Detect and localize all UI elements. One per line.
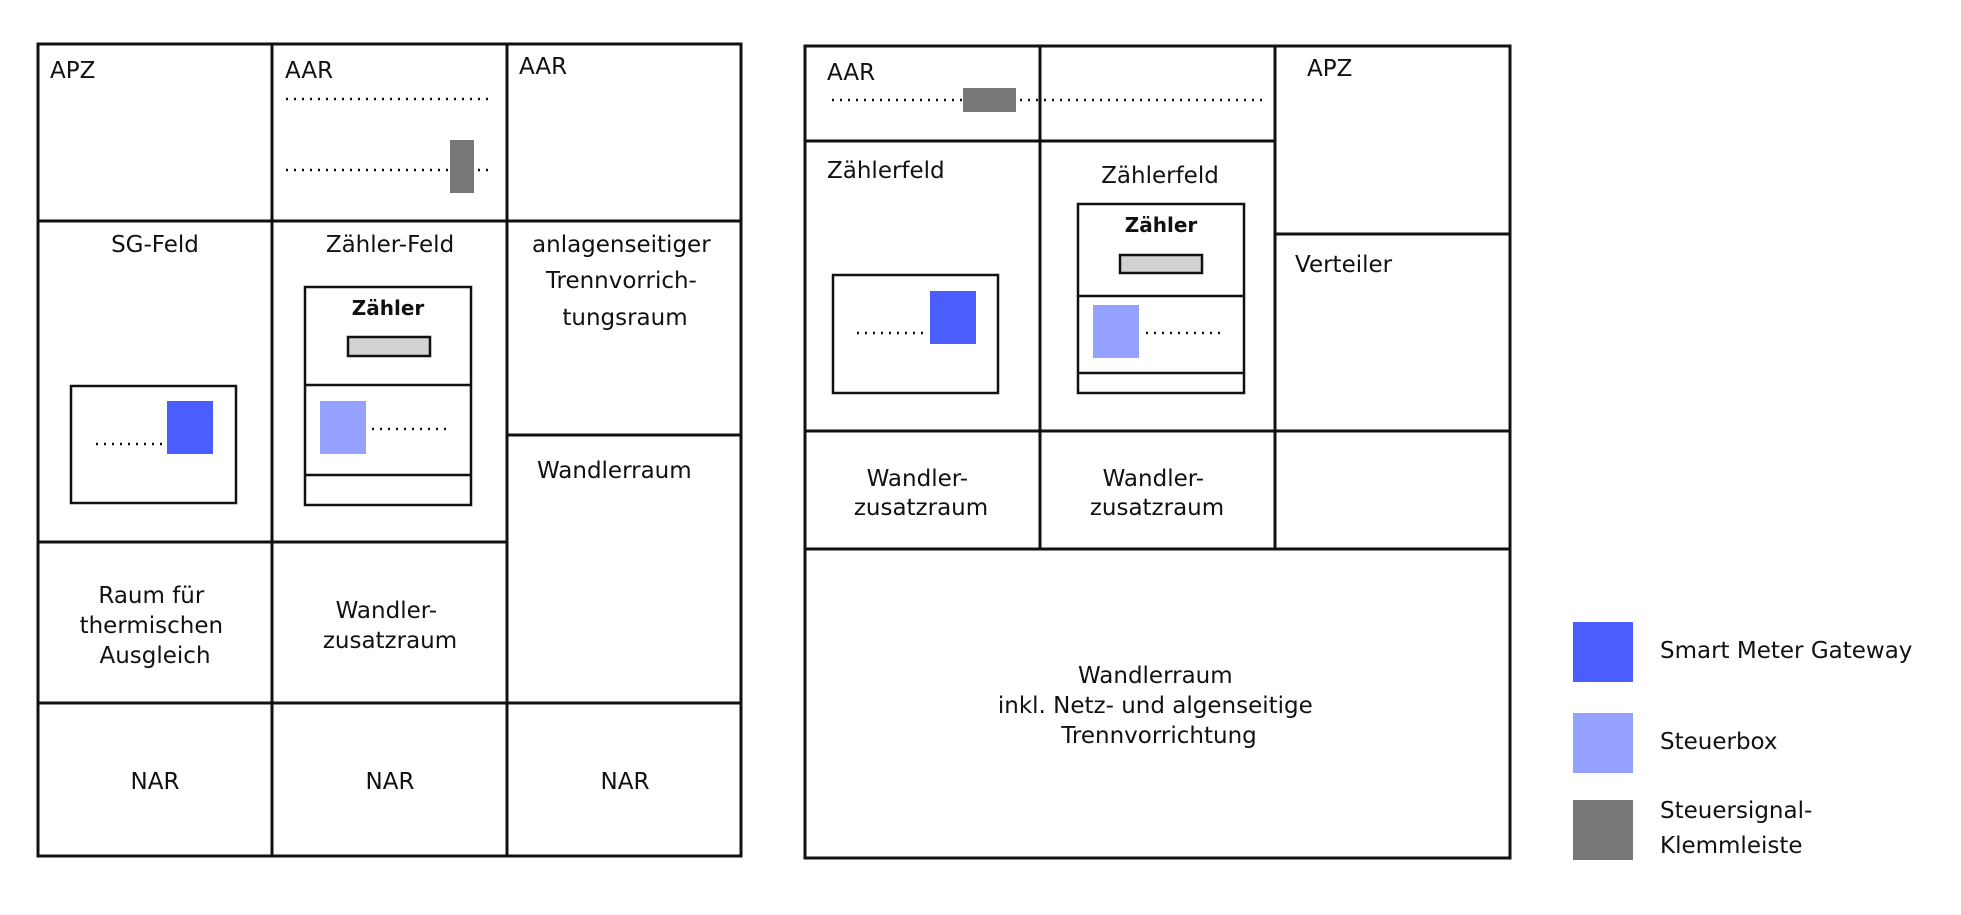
legend: Smart Meter Gateway Steuerbox Steuersign… [1573,622,1912,860]
right-zaehlerfeld2-label: Zählerfeld [1101,163,1219,189]
left-nar3-label: NAR [601,769,650,795]
left-zaehler-feld-label: Zähler-Feld [326,232,454,258]
left-nar2-label: NAR [366,769,415,795]
right-zaehler-box [1076,202,1246,395]
left-zaehler-label: Zähler [352,296,425,320]
left-wandlerraum-label: Wandlerraum [537,458,692,484]
left-cabinet: APZ AAR AAR SG-Feld Zähler-Feld Zähler a… [36,42,743,858]
left-apz-label: APZ [50,58,95,84]
left-smart-meter-gateway [167,401,213,454]
left-nar1-label: NAR [131,769,180,795]
left-klemmleiste [450,140,474,193]
left-aar1-label: AAR [285,58,333,84]
right-zaehler-display [1118,253,1204,275]
left-zaehler-box [303,285,473,507]
legend-label-steuerbox: Steuerbox [1660,729,1778,755]
right-apz-label: APZ [1307,56,1352,82]
legend-swatch-smart-meter-gateway [1573,622,1633,682]
left-wandler-zusatz-label: Wandler- zusatzraum [323,598,457,654]
legend-label-klemmleiste: Steuersignal- Klemmleiste [1660,798,1820,859]
right-wandlerraum-label: Wandlerraum inkl. Netz- und algenseitige… [998,663,1320,749]
left-aar2-label: AAR [519,54,567,80]
right-sg-box [831,273,1000,395]
left-steuerbox [320,401,366,454]
right-aar-label: AAR [827,60,875,86]
legend-label-smart-meter-gateway: Smart Meter Gateway [1660,638,1912,664]
right-zaehler-label: Zähler [1125,213,1198,237]
right-smart-meter-gateway [930,291,976,344]
right-cabinet: AAR APZ Zählerfeld Zählerfeld Zähler Ver… [803,44,1512,860]
left-cabinet-frame [36,42,743,858]
right-wandler-zusatz1-label: Wandler- zusatzraum [854,466,988,521]
right-verteiler-label: Verteiler [1295,252,1393,278]
left-sg-feld-label: SG-Feld [111,232,199,258]
right-cabinet-frame [803,44,1512,860]
right-zaehlerfeld1-label: Zählerfeld [827,158,945,184]
left-trenn-label: anlagenseitiger Trennvorrich- tungsraum [532,232,718,331]
right-steuerbox [1093,305,1139,358]
legend-swatch-klemmleiste [1573,800,1633,860]
right-wandler-zusatz2-label: Wandler- zusatzraum [1090,466,1224,521]
legend-swatch-steuerbox [1573,713,1633,773]
left-zaehler-display [346,335,432,358]
left-raum-thermisch-label: Raum für thermischen Ausgleich [80,583,231,669]
right-klemmleiste [963,88,1016,112]
left-sg-box [69,384,238,505]
